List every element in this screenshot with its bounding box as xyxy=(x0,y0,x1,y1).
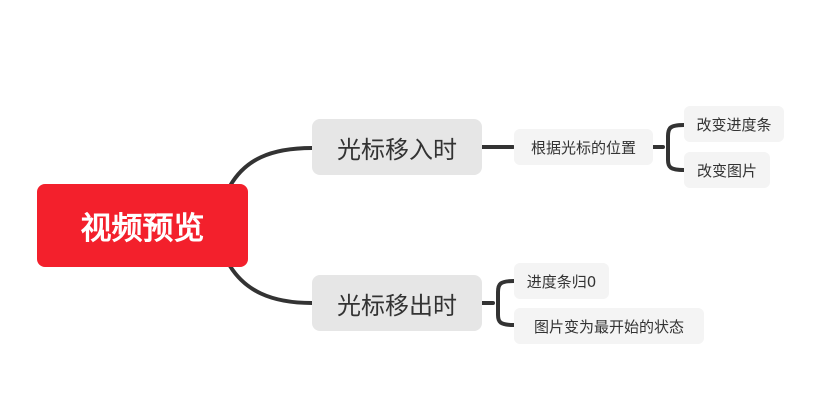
sub-node-by-cursor-position[interactable]: 根据光标的位置 xyxy=(514,129,653,165)
branch-node-cursor-enter[interactable]: 光标移入时 xyxy=(312,119,482,175)
connector-leave-bracket xyxy=(480,279,516,327)
branch-node-cursor-leave[interactable]: 光标移出时 xyxy=(312,275,482,331)
connector-position-bracket xyxy=(651,123,686,172)
sub-node-change-progress-bar[interactable]: 改变进度条 xyxy=(684,106,784,142)
sub-node-image-initial-state[interactable]: 图片变为最开始的状态 xyxy=(514,308,704,344)
sub-node-change-image[interactable]: 改变图片 xyxy=(684,152,770,188)
sub-node-progress-reset[interactable]: 进度条归0 xyxy=(514,263,609,299)
connector-root-to-leave xyxy=(228,264,314,305)
root-node-video-preview[interactable]: 视频预览 xyxy=(37,184,248,267)
connector-root-to-enter xyxy=(228,146,314,188)
